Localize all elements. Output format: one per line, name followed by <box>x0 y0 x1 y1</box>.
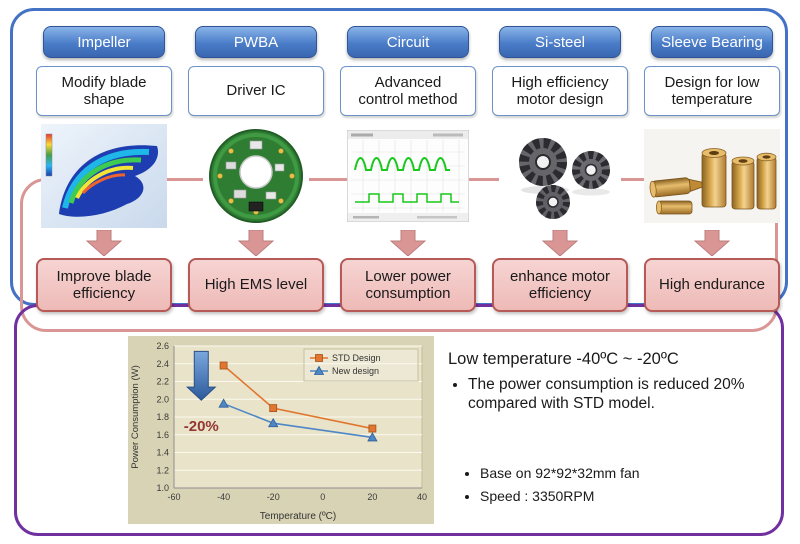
bearing-header: Sleeve Bearing <box>651 26 773 58</box>
sisteel-result-label: enhance motor efficiency <box>509 267 611 302</box>
impeller-action-box: Modify blade shape <box>36 66 172 116</box>
spec-bullet-fan: Base on 92*92*32mm fan <box>480 462 640 485</box>
bearing-action-label: Design for low temperature <box>664 73 760 108</box>
circuit-header: Circuit <box>347 26 469 58</box>
summary-bullet-main: The power consumption is reduced 20% com… <box>468 375 758 414</box>
bearing-action-box: Design for low temperature <box>644 66 780 116</box>
pwba-result-box: High EMS level <box>188 258 324 312</box>
svg-text:1.4: 1.4 <box>156 448 169 458</box>
spec-bullets: Base on 92*92*32mm fan Speed : 3350RPM <box>462 462 640 508</box>
spec-bullet-speed: Speed : 3350RPM <box>480 485 640 508</box>
circuit-scope-image <box>347 124 469 228</box>
svg-text:Temperature (ºC): Temperature (ºC) <box>260 511 336 522</box>
svg-text:2.6: 2.6 <box>156 341 169 351</box>
down-arrow-icon <box>85 229 123 257</box>
summary-heading: Low temperature -40ºC ~ -20ºC <box>448 350 679 368</box>
pwba-result-label: High EMS level <box>204 276 308 294</box>
down-arrow-icon <box>693 229 731 257</box>
svg-text:Power Consumption (W): Power Consumption (W) <box>130 365 141 468</box>
impeller-result-label: Improve blade efficiency <box>56 267 152 302</box>
bearing-image <box>644 124 780 228</box>
down-arrow-icon <box>389 229 427 257</box>
sisteel-header-label: Si-steel <box>534 33 586 51</box>
svg-text:-60: -60 <box>167 492 180 502</box>
impeller-result-box: Improve blade efficiency <box>36 258 172 312</box>
pwba-header: PWBA <box>195 26 317 58</box>
sisteel-motor-image <box>499 124 621 228</box>
svg-text:New design: New design <box>332 366 379 376</box>
column-impeller: Impeller Modify blade shape Improve blad… <box>30 26 178 312</box>
column-sisteel: Si-steel High efficiency motor design en… <box>486 26 634 312</box>
svg-text:STD Design: STD Design <box>332 353 381 363</box>
svg-text:2.4: 2.4 <box>156 359 169 369</box>
svg-text:2.2: 2.2 <box>156 377 169 387</box>
svg-text:1.8: 1.8 <box>156 412 169 422</box>
column-pwba: PWBA Driver IC High EMS level <box>182 26 330 312</box>
sisteel-action-label: High efficiency motor design <box>511 73 609 108</box>
circuit-result-box: Lower power consumption <box>340 258 476 312</box>
bearing-result-label: High endurance <box>659 276 765 294</box>
circuit-action-box: Advanced control method <box>340 66 476 116</box>
bearing-header-label: Sleeve Bearing <box>661 33 763 51</box>
pwba-action-box: Driver IC <box>188 66 324 116</box>
bearing-result-box: High endurance <box>644 258 780 312</box>
svg-text:-20%: -20% <box>184 418 219 435</box>
column-circuit: Circuit Advanced control method Lower po… <box>334 26 482 312</box>
svg-text:-20: -20 <box>267 492 280 502</box>
circuit-action-label: Advanced control method <box>358 73 458 108</box>
sisteel-action-box: High efficiency motor design <box>492 66 628 116</box>
svg-text:2.0: 2.0 <box>156 394 169 404</box>
down-arrow-icon <box>237 229 275 257</box>
svg-text:1.0: 1.0 <box>156 483 169 493</box>
sisteel-header: Si-steel <box>499 26 621 58</box>
svg-text:40: 40 <box>417 492 427 502</box>
svg-text:-40: -40 <box>217 492 230 502</box>
svg-text:0: 0 <box>320 492 325 502</box>
column-bearing: Sleeve Bearing Design for low temperatur… <box>638 26 786 312</box>
power-consumption-chart: 1.0 1.2 1.4 1.6 1.8 2.0 2.2 2.4 2.6 -60 -40 -20 0 20 4… <box>128 336 434 524</box>
impeller-header: Impeller <box>43 26 165 58</box>
circuit-header-label: Circuit <box>386 33 430 51</box>
svg-text:1.6: 1.6 <box>156 430 169 440</box>
svg-text:20: 20 <box>367 492 377 502</box>
impeller-header-label: Impeller <box>77 33 131 51</box>
pwba-pcb-image <box>203 124 309 228</box>
down-arrow-icon <box>541 229 579 257</box>
pwba-header-label: PWBA <box>233 33 279 51</box>
sisteel-result-box: enhance motor efficiency <box>492 258 628 312</box>
svg-text:1.2: 1.2 <box>156 465 169 475</box>
impeller-action-label: Modify blade shape <box>61 73 147 108</box>
circuit-result-label: Lower power consumption <box>365 267 451 302</box>
summary-block: Low temperature -40ºC ~ -20ºC The power … <box>448 350 784 414</box>
impeller-cfd-image <box>41 124 167 228</box>
pwba-action-label: Driver IC <box>226 82 286 100</box>
